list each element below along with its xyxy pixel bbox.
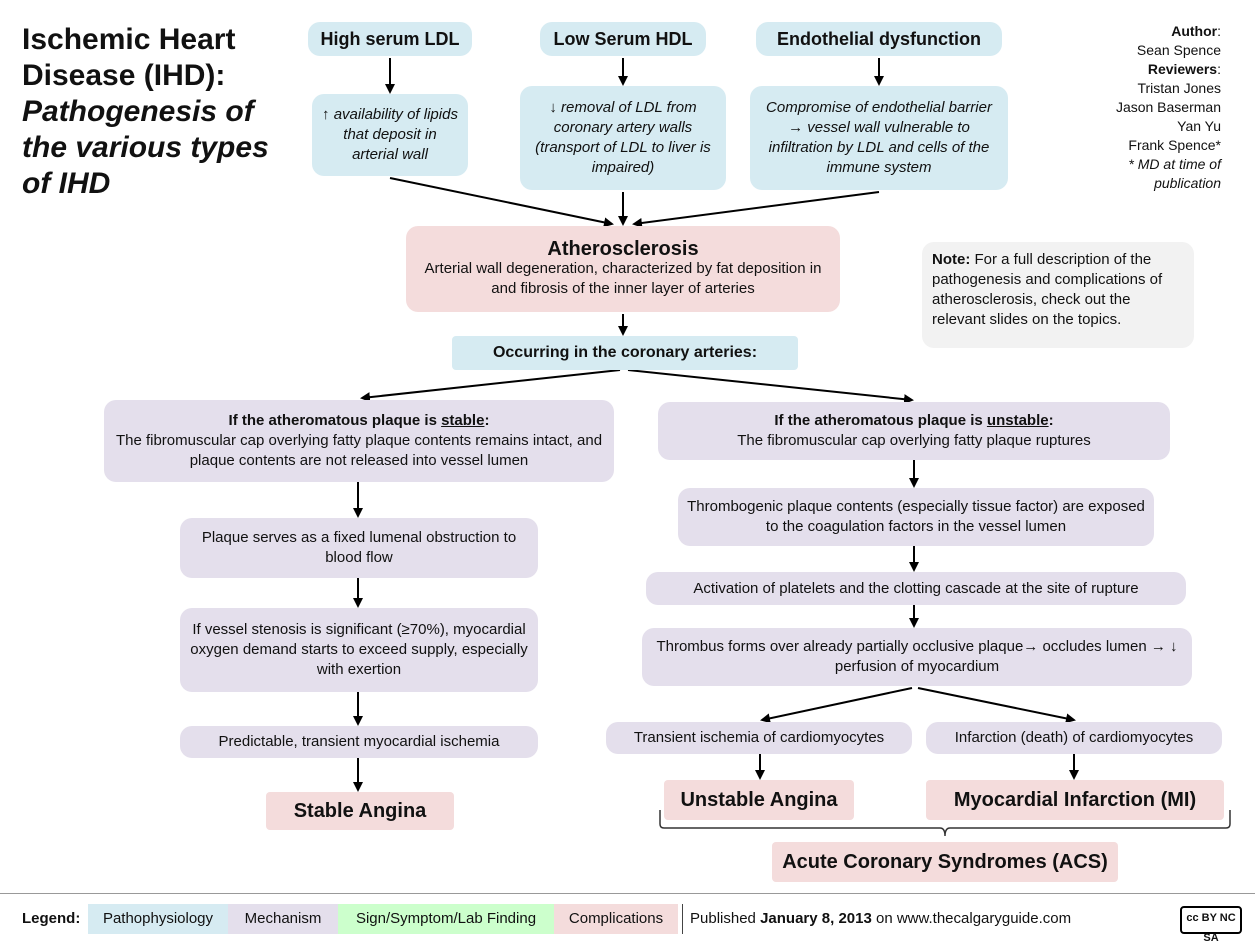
unstable-heading-key: unstable [986, 412, 1049, 429]
myocardial-infarction-outcome: Myocardial Infarction (MI) [926, 780, 1224, 820]
published-info: Published January 8, 2013 on www.thecalg… [690, 904, 1130, 934]
stable-plaque-box: If the atheromatous plaque is stable: Th… [104, 400, 614, 482]
arrow-ldl-athero [389, 177, 614, 228]
unstable-heading-suffix: : [1048, 412, 1054, 429]
arrow-branch-right [917, 687, 1076, 724]
arrow-coronary-stable [360, 369, 621, 403]
unstable-step-3: Thrombus forms over already partially oc… [642, 628, 1192, 686]
page-title: Ischemic Heart Disease (IHD): Pathogenes… [22, 22, 292, 202]
note-box: Note: For a full description of the path… [922, 242, 1194, 348]
arrow-endo-athero [632, 191, 880, 228]
reviewer-name: Tristan Jones [1137, 80, 1221, 96]
acs-bracket [659, 810, 1231, 837]
cause-endothelial-heading: Endothelial dysfunction [756, 22, 1002, 56]
stable-heading-prefix: If the atheromatous plaque is [228, 412, 442, 429]
stable-plaque-detail: The fibromuscular cap overlying fatty pl… [115, 432, 603, 469]
cause-endothelial-detail: Compromise of endothelial barrier → vess… [750, 86, 1008, 190]
legend-mechanism: Mechanism [228, 904, 338, 934]
credits-footnote: * MD at time of publication [1128, 156, 1221, 191]
arrow-coronary-unstable [627, 369, 914, 405]
published-prefix: Published [690, 910, 761, 927]
reviewer-name: Jason Baserman [1115, 99, 1221, 115]
cause-low-hdl-detail: ↓ removal of LDL from coronary artery wa… [520, 86, 726, 190]
title-subtitle: Pathogenesis of the various types of IHD [22, 95, 269, 200]
atherosclerosis-heading: Atherosclerosis [547, 238, 699, 260]
unstable-step-1: Thrombogenic plaque contents (especially… [678, 488, 1154, 546]
unstable-plaque-box: If the atheromatous plaque is unstable: … [658, 402, 1170, 460]
unstable-heading-prefix: If the atheromatous plaque is [774, 412, 987, 429]
title-main: Ischemic Heart Disease (IHD): [22, 23, 236, 92]
infarction-box: Infarction (death) of cardiomyocytes [926, 722, 1222, 754]
footer-divider [0, 893, 1255, 894]
unstable-plaque-detail: The fibromuscular cap overlying fatty pl… [737, 432, 1091, 449]
legend-separator [682, 904, 683, 934]
reviewer-name: Frank Spence* [1128, 137, 1221, 153]
note-label: Note: [932, 251, 971, 268]
credits: Author: Sean Spence Reviewers: Tristan J… [1101, 22, 1221, 193]
coronary-arteries-box: Occurring in the coronary arteries: [452, 336, 798, 370]
author-label: Author [1171, 23, 1218, 39]
stable-step-2: If vessel stenosis is significant (≥70%)… [180, 608, 538, 692]
author-name: Sean Spence [1136, 42, 1221, 58]
cause-high-ldl-detail: ↑ availability of lipids that deposit in… [312, 94, 468, 176]
legend-sign-symptom: Sign/Symptom/Lab Finding [338, 904, 554, 934]
published-date: January 8, 2013 [760, 910, 872, 927]
legend-pathophysiology: Pathophysiology [88, 904, 228, 934]
stable-step-3: Predictable, transient myocardial ischem… [180, 726, 538, 758]
atherosclerosis-box: Atherosclerosis Arterial wall degenerati… [406, 226, 840, 312]
reviewer-name: Yan Yu [1177, 118, 1221, 134]
note-text: For a full description of the pathogenes… [932, 251, 1163, 328]
atherosclerosis-detail: Arterial wall degeneration, characterize… [424, 260, 822, 297]
unstable-angina-outcome: Unstable Angina [664, 780, 854, 820]
cause-low-hdl-heading: Low Serum HDL [540, 22, 706, 56]
unstable-step-2: Activation of platelets and the clotting… [646, 572, 1186, 605]
stable-heading-key: stable [441, 412, 485, 429]
stable-heading-suffix: : [484, 412, 490, 429]
reviewers-label: Reviewers [1147, 61, 1218, 77]
stable-step-1: Plaque serves as a fixed lumenal obstruc… [180, 518, 538, 578]
published-url[interactable]: on www.thecalgaryguide.com [871, 910, 1072, 927]
acs-box: Acute Coronary Syndromes (ACS) [772, 842, 1118, 882]
transient-ischemia-box: Transient ischemia of cardiomyocytes [606, 722, 912, 754]
cause-high-ldl-heading: High serum LDL [308, 22, 472, 56]
cc-license-icon[interactable]: cc BY NC SA [1180, 906, 1242, 944]
legend-complications: Complications [554, 904, 678, 934]
stable-angina-outcome: Stable Angina [266, 792, 454, 830]
legend-label: Legend: [22, 910, 81, 927]
arrow-branch-left [760, 687, 913, 724]
